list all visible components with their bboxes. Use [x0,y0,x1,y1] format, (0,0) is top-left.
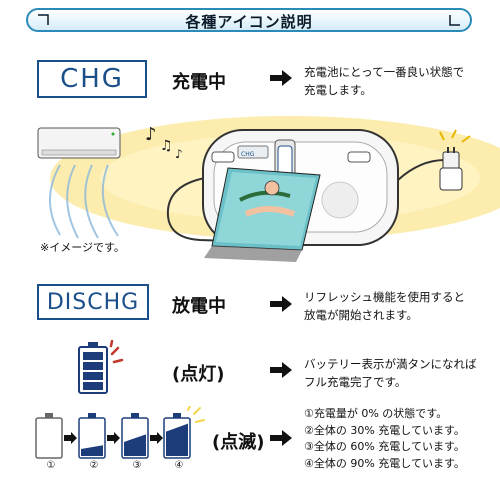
chg-description-line: 充電します。 [304,83,372,97]
blink-description-line: ③全体の 60% 充電しています。 [304,440,465,453]
step-label: ② [89,460,99,471]
sparkle-icon [193,407,201,415]
dischg-description-line: 放電が開始されます。 [304,308,418,322]
air-conditioner-icon [37,127,121,159]
battery-level-icon [35,413,63,459]
step-label: ① [46,460,56,471]
right-arrow-icon [270,430,292,446]
step-label: ④ [174,460,184,471]
blink-description-line: ①充電量が 0% の状態です。 [304,407,448,420]
battery-progression [34,405,206,468]
battery-body [35,417,63,459]
battery-level-icon [163,413,191,459]
step-arrow-icon [107,432,120,444]
step-label: ③ [132,460,142,471]
svg-text:♪: ♪ [175,147,183,161]
power-plug-icon [439,147,463,191]
bracket-right-icon [449,15,460,26]
battery-fill [124,434,146,456]
battery-fill [81,445,103,456]
blink-description: ①充電量が 0% の状態です。 ②全体の 30% 充電しています。 ③全体の 6… [304,406,465,472]
chg-description: 充電池にとって一番良い状態で 充電します。 [304,63,464,99]
blink-description-line: ②全体の 30% 充電しています。 [304,423,465,437]
step-arrow-icon [150,432,163,444]
sparkle-icon [187,405,191,411]
step-arrow-icon [64,432,77,444]
battery-fill [166,423,188,456]
full-battery-icon [78,340,124,394]
right-arrow-icon [270,362,292,378]
dischg-label: DISCHG [37,284,149,320]
illustration-note: ※イメージです。 [40,241,125,254]
right-arrow-icon [270,296,292,312]
blink-status: (点滅) [212,432,265,453]
lit-description-line: バッテリー表示が満タンになれば [304,357,477,371]
battery-level-sequence [35,405,205,459]
charging-illustration: ♪ ♫ ♪ CHG eneloop [37,116,500,262]
chg-label: CHG [37,60,147,98]
dischg-description-line: リフレッシュ機能を使用すると [304,290,465,304]
lit-description: バッテリー表示が満タンになれば フル充電完了です。 [304,355,477,391]
battery-cap [173,413,181,418]
svg-text:♫: ♫ [160,138,173,154]
lit-description-line: フル充電完了です。 [304,375,407,389]
dischg-status: 放電中 [172,296,226,317]
header-title: 各種アイコン説明 [185,13,313,31]
battery-cap [45,413,53,418]
right-arrow-icon [270,70,292,86]
battery-cap [88,413,96,418]
sparkle-icon [195,419,205,423]
lit-status: (点灯) [172,364,225,385]
section-header: 各種アイコン説明 [26,8,472,32]
svg-text:CHG: CHG [241,151,255,158]
battery-level-icon [78,413,106,459]
blink-description-line: ④全体の 90% 充電しています。 [304,456,465,470]
battery-cap [131,413,139,418]
bracket-left-icon [38,14,49,25]
svg-text:♪: ♪ [145,124,157,145]
music-note-icon: ♪ ♫ ♪ [145,124,183,161]
battery-level-icon [121,413,149,459]
chg-status: 充電中 [172,72,226,93]
chg-description-line: 充電池にとって一番良い状態で [304,65,465,79]
relaxing-person-image [204,167,321,262]
spark-icon [439,129,471,143]
dischg-description: リフレッシュ機能を使用すると 放電が開始されます。 [304,288,465,324]
